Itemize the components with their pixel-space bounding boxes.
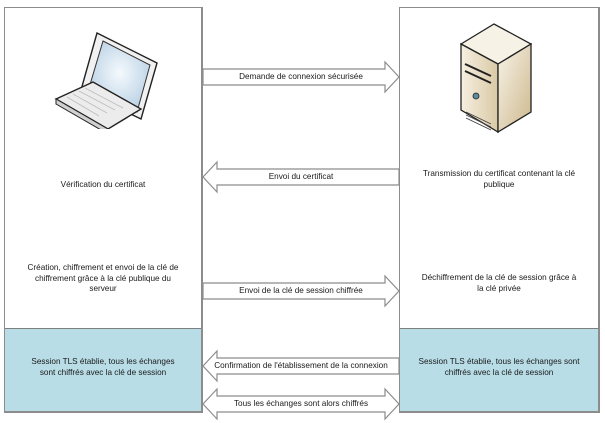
- arrow-right-shape: [202, 274, 400, 308]
- message-label: Tous les échanges sont alors chiffrés: [233, 399, 369, 408]
- client-step-key-creation: Création, chiffrement et envoi de la clé…: [27, 263, 179, 293]
- arrow-body: [202, 349, 400, 383]
- arrow-body: [202, 160, 400, 194]
- arrow-body: [202, 60, 400, 94]
- client-step-session: Session TLS établie, tous les échanges s…: [31, 357, 175, 377]
- message-arrow-session-key: Envoi de la clé de session chiffrée: [202, 274, 400, 308]
- arrow-body: [202, 274, 400, 308]
- client-session-band: Session TLS établie, tous les échanges s…: [5, 328, 201, 411]
- arrow-left-shape: [202, 349, 400, 383]
- client-step-verification: Vérification du certificat: [60, 180, 146, 189]
- arrow-body: [202, 387, 400, 421]
- message-label: Envoi de la clé de session chiffrée: [239, 286, 363, 295]
- arrow-both-shape: [202, 387, 400, 421]
- arrow-right-shape: [202, 60, 400, 94]
- server-step-session: Session TLS établie, tous les échanges s…: [418, 357, 580, 377]
- server-column: Transmission du certificat contenant la …: [399, 7, 600, 413]
- message-arrow-encrypted-exchanges: Tous les échanges sont alors chiffrés: [202, 387, 400, 421]
- server-step-transmission: Transmission du certificat contenant la …: [422, 169, 576, 189]
- server-session-band: Session TLS établie, tous les échanges s…: [400, 328, 598, 411]
- message-label: Demande de connexion sécurisée: [239, 72, 363, 81]
- server-step-decryption: Déchiffrement de la clé de session grâce…: [421, 273, 577, 293]
- message-arrow-connection-request: Demande de connexion sécurisée: [202, 60, 400, 94]
- arrow-left-shape: [202, 160, 400, 194]
- message-arrow-confirmation: Confirmation de l'établissement de la co…: [202, 349, 400, 383]
- server-icon: [459, 23, 533, 134]
- laptop-icon: [54, 31, 158, 129]
- message-label: Confirmation de l'établissement de la co…: [214, 361, 388, 370]
- message-label: Envoi du certificat: [268, 172, 334, 181]
- message-arrow-certificate: Envoi du certificat: [202, 160, 400, 194]
- client-column: Vérification du certificat Création, chi…: [4, 7, 203, 413]
